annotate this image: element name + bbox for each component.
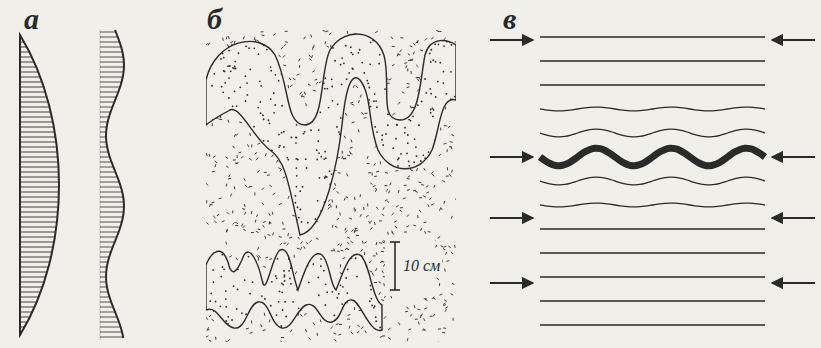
fold-figure	[204, 29, 458, 344]
lens-figure	[20, 30, 130, 340]
panel-letter: б	[207, 4, 222, 34]
panel-letter: в	[503, 4, 516, 34]
layers-figure	[490, 37, 815, 325]
panel-letter: а	[24, 4, 39, 34]
scale-label: 10 см	[401, 257, 442, 275]
